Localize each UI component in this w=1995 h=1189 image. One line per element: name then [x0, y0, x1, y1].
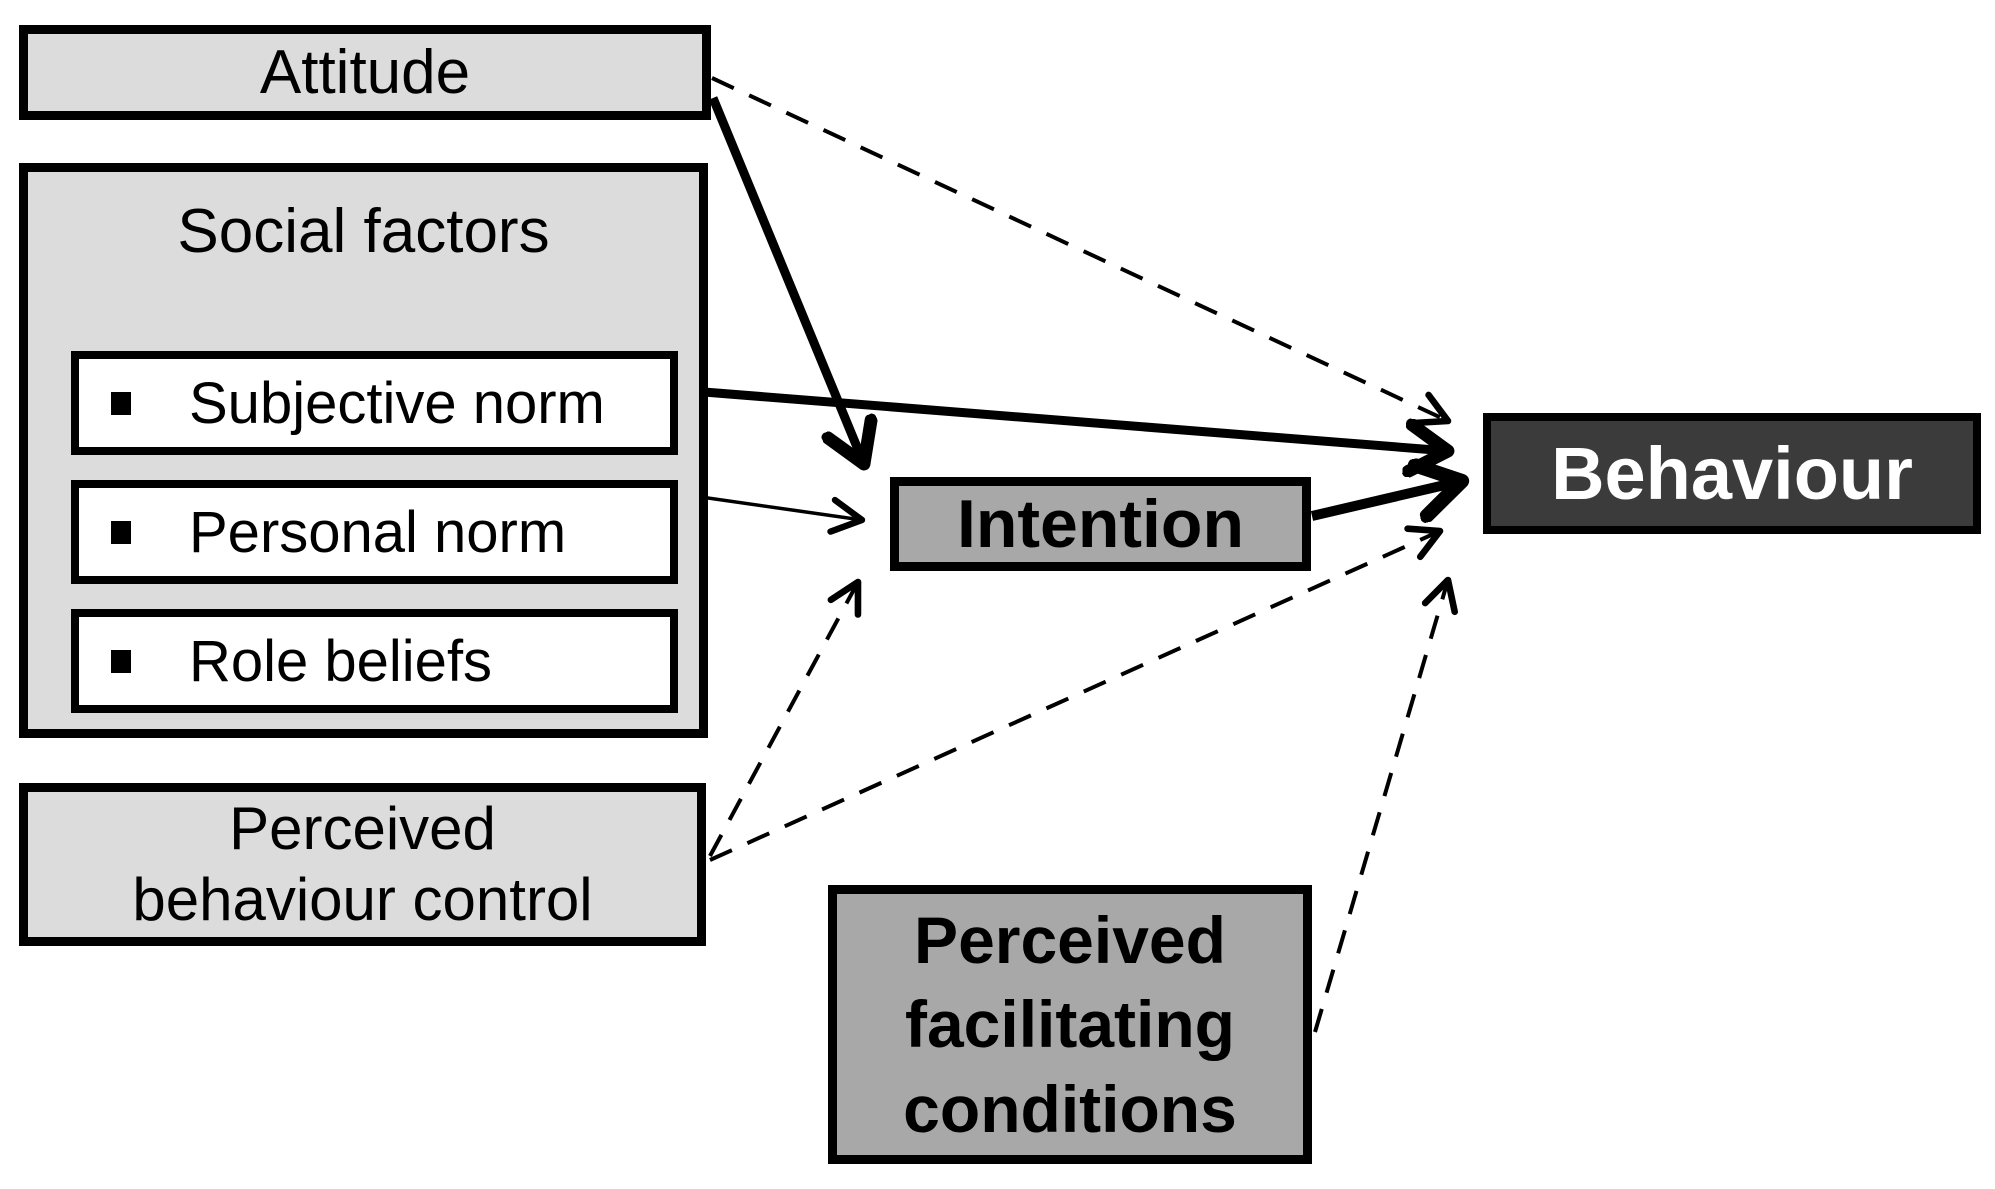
node-role-beliefs-label: Role beliefs	[189, 628, 493, 694]
social-factors-items: Subjective norm Personal norm Role belie…	[71, 351, 678, 713]
node-pfc-label-line1: Perceived	[914, 902, 1226, 977]
node-attitude-label: Attitude	[259, 38, 471, 107]
edge-attitude-to-intention	[708, 96, 864, 464]
node-pbc-label-line2: behaviour control	[132, 865, 593, 933]
node-personal-norm-label: Personal norm	[189, 499, 567, 565]
node-subjective-norm: Subjective norm	[71, 351, 678, 455]
node-social-factors: Social factors Subjective norm Personal …	[19, 163, 708, 738]
node-personal-norm: Personal norm	[71, 480, 678, 584]
edge-pbc-to-intention	[708, 578, 862, 857]
node-pfc-label-line2: facilitating	[904, 987, 1236, 1062]
node-pbc-label-line1: Perceived	[229, 795, 496, 863]
node-perceived-facilitating-conditions: Perceived facilitating conditions	[828, 885, 1312, 1164]
node-behaviour: Behaviour	[1483, 413, 1981, 534]
edge-subjective-norm-to-behaviour	[665, 384, 1448, 451]
node-perceived-behaviour-control: Perceived behaviour control	[19, 783, 706, 946]
node-intention-label: Intention	[956, 486, 1245, 562]
edge-pbc-to-behaviour	[709, 525, 1444, 862]
edge-attitude-to-behaviour	[711, 76, 1452, 427]
square-bullet-icon	[111, 391, 131, 415]
node-behaviour-label: Behaviour	[1551, 432, 1913, 515]
node-subjective-norm-label: Subjective norm	[189, 370, 605, 436]
node-pfc-label-line3: conditions	[903, 1071, 1237, 1146]
square-bullet-icon	[111, 520, 131, 544]
edge-intention-to-behaviour	[1310, 481, 1462, 516]
node-social-factors-label: Social factors	[177, 197, 550, 266]
node-role-beliefs: Role beliefs	[71, 609, 678, 713]
node-intention: Intention	[890, 477, 1311, 571]
square-bullet-icon	[111, 649, 131, 673]
node-attitude: Attitude	[19, 25, 711, 120]
edge-pfc-to-behaviour	[1313, 576, 1459, 1033]
